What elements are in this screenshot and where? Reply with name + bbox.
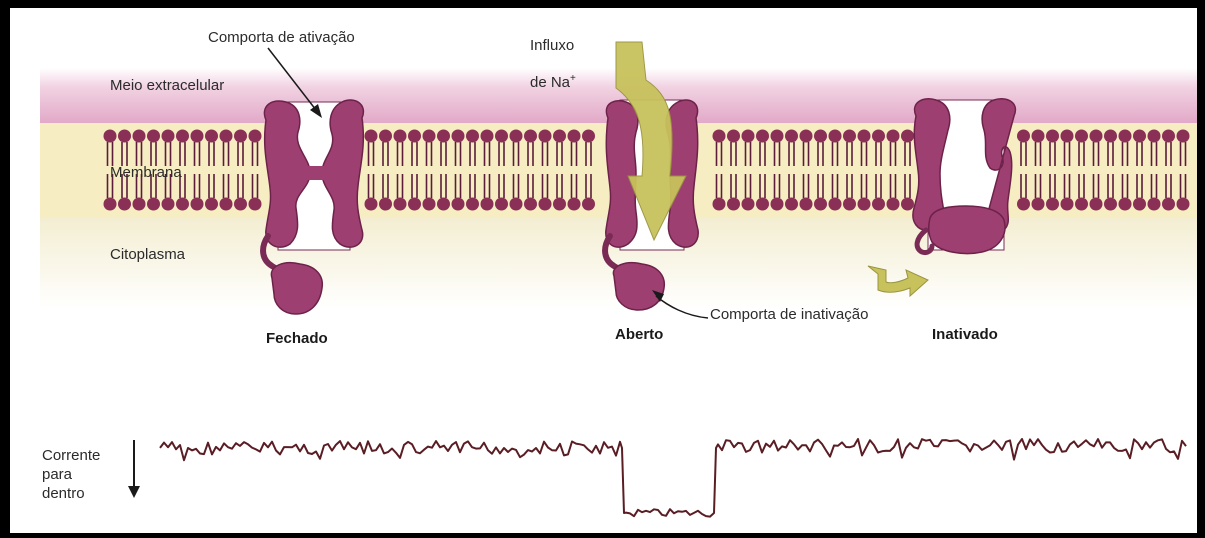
inward-current-label-line1: Corrente (42, 446, 122, 465)
influx-label-line1: Influxo (530, 38, 574, 53)
closed-channel-gate-bar (300, 166, 332, 180)
cytoplasm-label: Citoplasma (110, 247, 185, 262)
activation-gate-label: Comporta de ativação (208, 30, 355, 45)
open-channel-left-subunit (606, 101, 638, 247)
inactivation-ball-open (613, 263, 664, 310)
current-direction-arrow-head (128, 486, 140, 498)
inactivation-ball-closed (271, 263, 322, 314)
inactivation-ball-plugged (929, 206, 1005, 254)
influx-label-line2: de Na+ (530, 74, 576, 90)
inward-current-label-line3: dentro (42, 484, 122, 503)
state-label-closed: Fechado (266, 330, 328, 347)
inactivation-gate-label: Comporta de inativação (710, 307, 868, 322)
membrane-label: Membrana (110, 165, 182, 180)
inward-current-label: Corrente para dentro (42, 446, 122, 503)
diagram-panel: Comporta de ativação Influxo de Na+ Meio… (10, 8, 1197, 533)
single-channel-current-trace (160, 439, 1186, 517)
state-label-inactivated: Inativado (932, 326, 998, 343)
state-label-open: Aberto (615, 326, 663, 343)
inward-current-label-line2: para (42, 465, 122, 484)
extracellular-label: Meio extracelular (110, 78, 224, 93)
